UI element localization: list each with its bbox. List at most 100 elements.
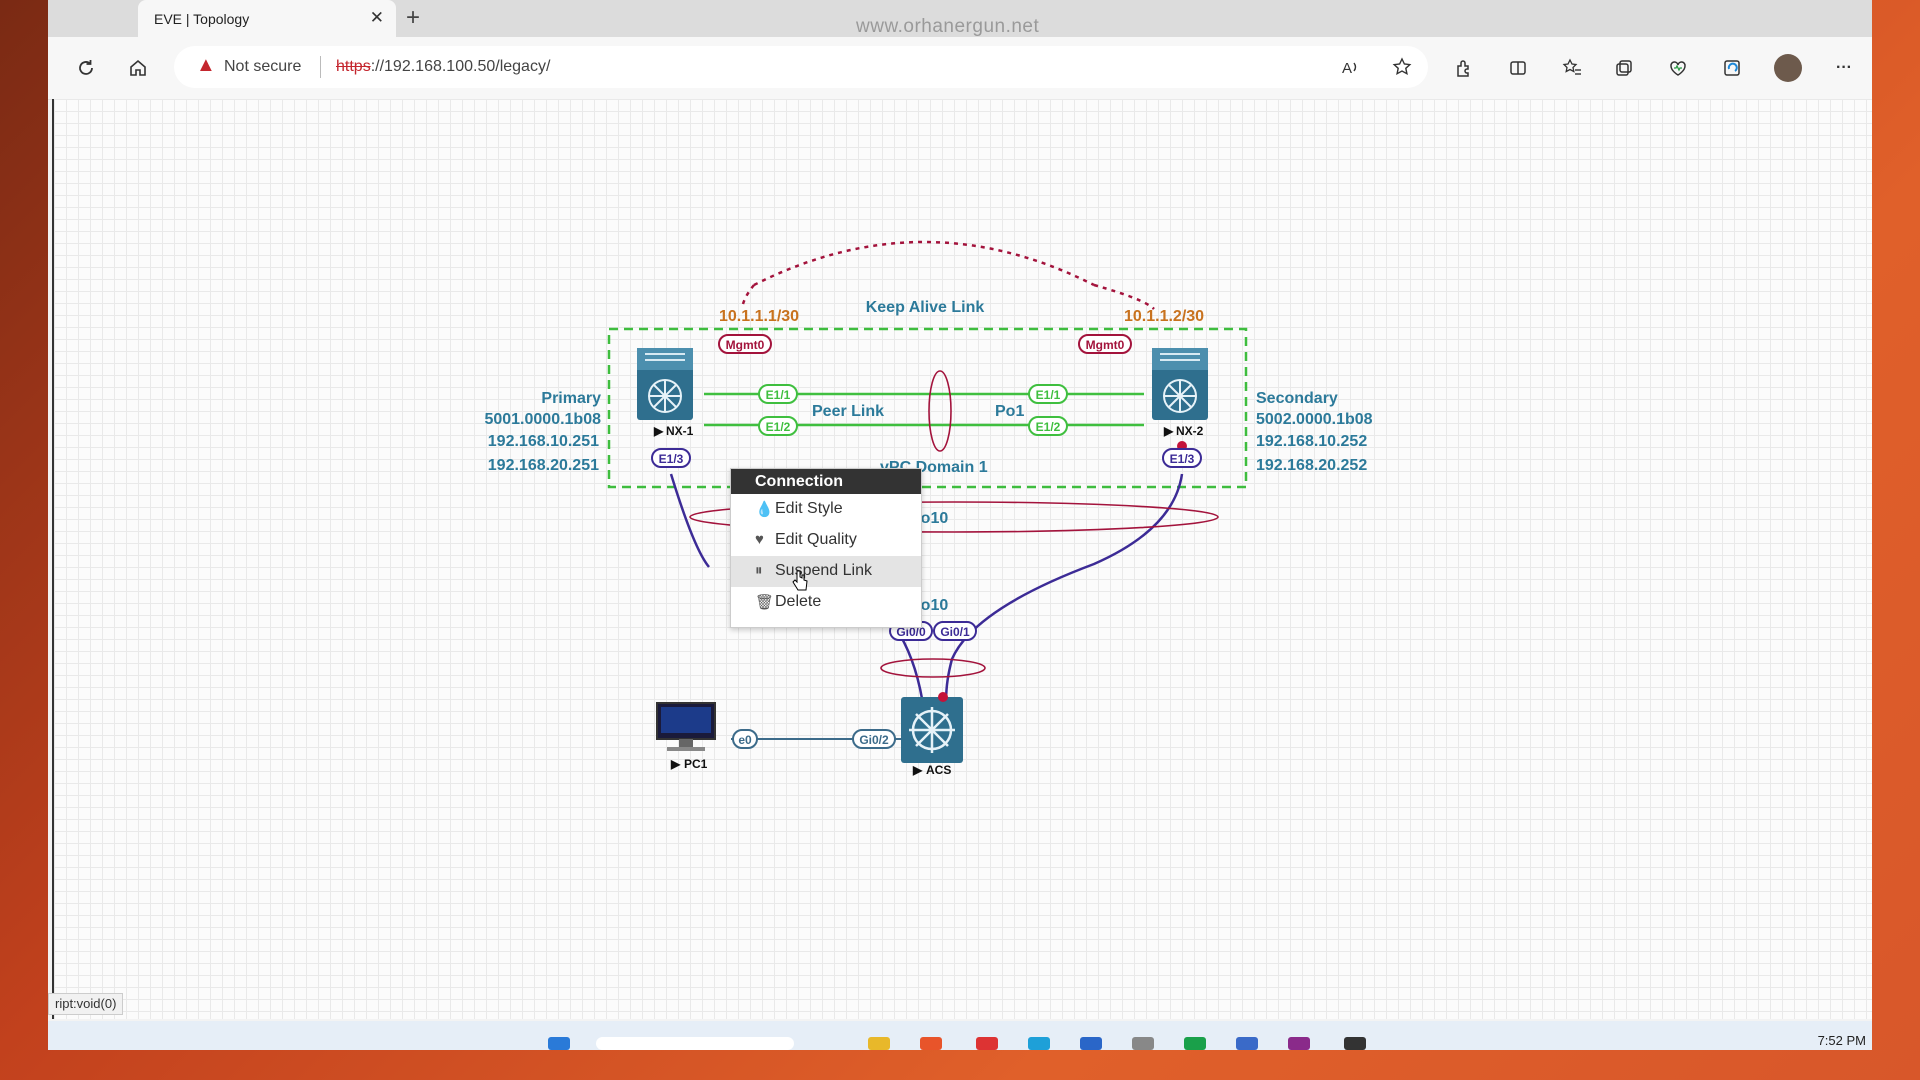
menu-item-label: Edit Style xyxy=(775,500,843,517)
port-acs-gi02[interactable]: Gi0/2 xyxy=(852,729,896,749)
menu-item-edit-quality[interactable]: ♥ Edit Quality xyxy=(731,525,921,556)
po1-label: Po1 xyxy=(995,403,1024,420)
acs-name: ACS xyxy=(926,763,951,777)
spotify-icon[interactable] xyxy=(1184,1037,1206,1050)
terminal-icon[interactable] xyxy=(1344,1037,1366,1050)
nx1-role: Primary xyxy=(541,390,601,407)
port-nx2-e13-label: E1/3 xyxy=(1170,452,1195,466)
start-icon[interactable] xyxy=(548,1037,570,1050)
menu-item-edit-style[interactable]: 💧 Edit Style xyxy=(731,494,921,525)
more-menu-icon[interactable]: ··· xyxy=(1836,59,1852,76)
acs-status-dot xyxy=(938,692,948,702)
port-nx2-e13[interactable]: E1/3 xyxy=(1162,448,1202,468)
context-menu: Connection 💧 Edit Style ♥ Edit Quality ⏸… xyxy=(730,468,922,628)
port-acs-gi01[interactable]: Gi0/1 xyxy=(933,621,977,641)
port-pc-e0-label: e0 xyxy=(738,733,752,747)
port-nx1-e11-label: E1/1 xyxy=(766,388,791,402)
profile-avatar[interactable] xyxy=(1774,54,1802,82)
port-mgmt0-right-label: Mgmt0 xyxy=(1086,338,1125,352)
url-field[interactable]: ▲ Not secure https://192.168.100.50/lega… xyxy=(174,46,1428,88)
nx2-node[interactable] xyxy=(1152,348,1208,420)
context-menu-header: Connection xyxy=(731,469,921,494)
nx1-play-glyph[interactable]: ▶ xyxy=(653,424,664,438)
menu-item-delete[interactable]: 🗑 Delete xyxy=(731,587,921,618)
onenote-icon[interactable] xyxy=(1288,1037,1310,1050)
app-icon[interactable] xyxy=(1132,1037,1154,1050)
read-aloud-icon[interactable]: A xyxy=(1334,51,1366,83)
browser-window: EVE | Topology ✕ + www.orhanergun.net ▲ … xyxy=(48,0,1872,1050)
port-mgmt0-left[interactable]: Mgmt0 xyxy=(718,334,772,354)
home-icon[interactable] xyxy=(122,52,154,84)
pause-icon: ⏸ xyxy=(755,562,763,579)
port-nx1-e13[interactable]: E1/3 xyxy=(651,448,691,468)
nx1-name: NX-1 xyxy=(666,424,694,438)
port-nx2-e11[interactable]: E1/1 xyxy=(1028,384,1068,404)
taskbar-clock[interactable]: 7:52 PM xyxy=(1817,1033,1866,1048)
taskbar: 7:52 PM xyxy=(48,1021,1872,1050)
calendar-icon[interactable] xyxy=(1236,1037,1258,1050)
nx1-node[interactable] xyxy=(637,348,693,420)
store-icon[interactable] xyxy=(1080,1037,1102,1050)
nx2-ip1: 192.168.10.252 xyxy=(1256,433,1367,450)
watermark: www.orhanergun.net xyxy=(856,16,1040,37)
firefox-icon[interactable] xyxy=(920,1037,942,1050)
address-bar-row: ▲ Not secure https://192.168.100.50/lega… xyxy=(48,37,1872,100)
nx2-mac: 5002.0000.1b08 xyxy=(1256,411,1373,428)
port-acs-gi00-label: Gi0/0 xyxy=(896,625,926,639)
port-acs-gi02-label: Gi0/2 xyxy=(859,733,889,747)
vpc-domain-box xyxy=(607,327,1248,489)
port-acs-gi01-label: Gi0/1 xyxy=(940,625,970,639)
search-box[interactable] xyxy=(596,1037,794,1050)
link-nx2-acs[interactable] xyxy=(944,473,1184,712)
link-nx1-acs[interactable] xyxy=(669,473,710,568)
ip-right-label: 10.1.1.2/30 xyxy=(1124,308,1204,325)
port-mgmt0-right[interactable]: Mgmt0 xyxy=(1078,334,1132,354)
acs-play-glyph[interactable]: ▶ xyxy=(912,763,923,777)
menu-item-suspend-link[interactable]: ⏸ Suspend Link xyxy=(731,556,921,587)
url-text[interactable]: https://192.168.100.50/legacy/ xyxy=(336,58,550,76)
ip-left-label: 10.1.1.1/30 xyxy=(719,308,799,325)
nx2-play-glyph[interactable]: ▶ xyxy=(1163,424,1174,438)
hand-cursor-icon xyxy=(792,570,808,591)
collections-icon[interactable] xyxy=(1608,52,1640,84)
close-tab-icon[interactable]: ✕ xyxy=(369,8,384,27)
pc1-play-glyph[interactable]: ▶ xyxy=(670,757,681,771)
file-explorer-icon[interactable] xyxy=(868,1037,890,1050)
keepalive-link[interactable] xyxy=(753,240,1095,287)
warning-icon: ▲ xyxy=(196,54,216,76)
topology-canvas[interactable]: Keep Alive Link 10.1.1.1/30 10.1.1.2/30 … xyxy=(52,99,1872,1019)
port-pc-e0[interactable]: e0 xyxy=(732,729,758,749)
url-path: ://192.168.100.50/legacy/ xyxy=(370,58,551,75)
keepalive-link-left xyxy=(740,284,755,309)
url-scheme: https xyxy=(336,58,371,75)
chrome-icon[interactable] xyxy=(976,1037,998,1050)
trash-icon: 🗑 xyxy=(755,594,775,611)
edge-icon[interactable] xyxy=(1028,1037,1050,1050)
port-nx2-e12-label: E1/2 xyxy=(1036,420,1061,434)
port-nx1-e13-label: E1/3 xyxy=(659,452,684,466)
favorites-icon[interactable] xyxy=(1556,52,1588,84)
tab-eve-topology[interactable]: EVE | Topology ✕ xyxy=(138,0,396,37)
url-divider xyxy=(320,56,321,78)
browser-essentials-icon[interactable] xyxy=(1662,52,1694,84)
keepalive-label: Keep Alive Link xyxy=(866,299,985,316)
extensions-icon[interactable] xyxy=(1448,52,1480,84)
port-nx1-e12-label: E1/2 xyxy=(766,420,791,434)
tab-title: EVE | Topology xyxy=(154,11,250,27)
port-nx2-e12[interactable]: E1/2 xyxy=(1028,416,1068,436)
menu-item-label: Delete xyxy=(775,593,822,610)
peer-link-label: Peer Link xyxy=(812,403,884,420)
acs-node[interactable] xyxy=(901,697,963,763)
refresh-icon[interactable] xyxy=(70,52,102,84)
split-screen-icon[interactable] xyxy=(1502,52,1534,84)
port-nx1-e12[interactable]: E1/2 xyxy=(758,416,798,436)
security-label[interactable]: Not secure xyxy=(224,58,302,75)
pc1-node[interactable] xyxy=(656,702,716,751)
edge-sidebar-icon[interactable] xyxy=(1716,52,1748,84)
keepalive-link-right xyxy=(1093,283,1155,310)
new-tab-button[interactable]: + xyxy=(406,4,421,31)
nx2-role: Secondary xyxy=(1256,390,1338,407)
port-nx1-e11[interactable]: E1/1 xyxy=(758,384,798,404)
favorite-star-icon[interactable] xyxy=(1386,51,1418,83)
nx2-name: NX-2 xyxy=(1176,424,1204,438)
